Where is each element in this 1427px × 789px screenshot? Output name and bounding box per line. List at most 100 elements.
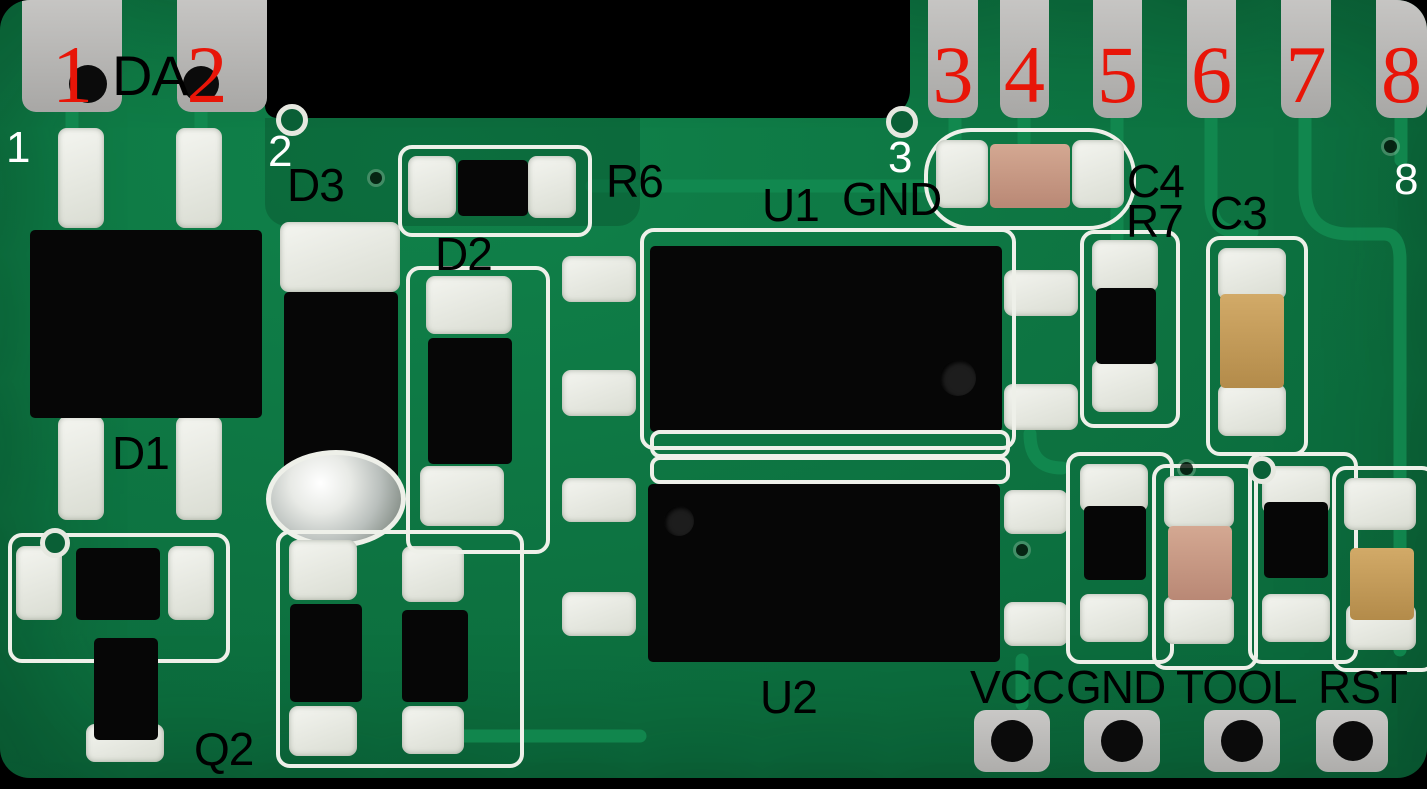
solder-pad <box>168 546 214 620</box>
solder-pad <box>280 222 400 292</box>
pin-number-4: 4 <box>1004 29 1045 120</box>
solder-pad <box>1004 270 1078 316</box>
solder-pad <box>402 706 464 754</box>
edge-pad-1-hole <box>69 65 107 103</box>
solder-pad <box>1262 594 1330 642</box>
solder-pad <box>289 540 357 600</box>
silkscreen-bar <box>650 456 1010 484</box>
via <box>886 106 918 138</box>
u1-body <box>650 246 1002 432</box>
programming-hole-gnd <box>1101 720 1143 762</box>
solder-pad <box>1092 360 1158 412</box>
silk-number-1: 1 <box>6 123 31 172</box>
solder-pad <box>562 370 636 416</box>
u2-pin1-dimple <box>664 506 694 536</box>
r6-body <box>458 160 528 216</box>
silkscreen-bar <box>650 430 1010 458</box>
pin-number-8: 8 <box>1381 29 1422 120</box>
solder-pad <box>1080 594 1148 642</box>
solder-pad <box>1092 240 1158 292</box>
solder-pad <box>420 466 504 526</box>
edge-pad-3 <box>928 0 978 118</box>
edge-pad-2-hole <box>183 66 219 102</box>
pin-number-3: 3 <box>932 29 974 120</box>
resistor-body <box>1264 502 1328 578</box>
silk-number-8: 8 <box>1394 155 1419 204</box>
edge-pad-4 <box>1000 0 1049 118</box>
d2-body <box>428 338 512 464</box>
silkscreen-outline <box>1332 466 1427 672</box>
board-top-notch <box>265 0 910 118</box>
transistor-body <box>290 604 362 702</box>
solder-pad <box>58 416 104 520</box>
resistor-body <box>1084 506 1146 580</box>
via <box>1384 140 1397 153</box>
u1-pin1-dimple <box>940 360 976 396</box>
c4-body <box>990 144 1070 208</box>
solder-pad <box>58 128 104 228</box>
capacitor-body <box>1168 526 1232 600</box>
silkscreen-outline <box>276 530 524 768</box>
programming-hole-tool <box>1221 720 1263 762</box>
solder-pad <box>1218 248 1286 300</box>
solder-pad <box>289 706 357 756</box>
via <box>1248 456 1276 484</box>
solder-pad <box>426 276 512 334</box>
d1-body <box>30 230 262 418</box>
label-c4: C4 <box>1127 155 1185 207</box>
label-d2: D2 <box>435 228 493 280</box>
via <box>1016 544 1028 556</box>
solder-pad <box>1164 476 1234 528</box>
d2-silkscreen-outline <box>406 266 550 554</box>
edge-pad-6 <box>1187 0 1236 118</box>
silk-number-3: 3 <box>888 133 913 182</box>
q2-body <box>76 548 160 620</box>
label-d3: D3 <box>287 159 345 211</box>
via <box>1180 462 1193 475</box>
label-c3: C3 <box>1210 187 1268 239</box>
silk-number-2: 2 <box>268 127 293 176</box>
label-gnd-top: GND <box>842 173 942 225</box>
solder-pad <box>402 546 464 602</box>
u1-silkscreen-outline <box>640 228 1016 450</box>
label-da: DA <box>112 44 189 107</box>
solder-pad <box>562 592 636 636</box>
via <box>40 528 70 558</box>
label-d1: D1 <box>112 427 170 479</box>
label-rst: RST <box>1318 661 1408 713</box>
r7-body <box>1096 288 1156 364</box>
solder-pad <box>1164 596 1234 644</box>
solder-pad <box>176 128 222 228</box>
label-gnd-bottom: GND <box>1066 661 1166 713</box>
solder-pad <box>1344 478 1416 530</box>
label-tool: TOOL <box>1176 661 1297 713</box>
solder-pad <box>16 546 62 620</box>
label-u1: U1 <box>762 179 820 231</box>
q2-body-2 <box>94 638 158 740</box>
label-u2: U2 <box>760 671 818 723</box>
pin-number-1: 1 <box>52 29 93 120</box>
label-r7: R7 <box>1126 195 1184 247</box>
silkscreen-outline <box>1152 464 1258 670</box>
pin-number-7: 7 <box>1285 29 1327 120</box>
label-vcc: VCC <box>970 661 1065 713</box>
pin-number-2: 2 <box>186 29 228 120</box>
pin-number-5: 5 <box>1097 29 1138 120</box>
edge-pad-5 <box>1093 0 1142 118</box>
c4-silkscreen-outline <box>924 128 1136 230</box>
solder-pad <box>1080 464 1148 512</box>
pin-number-6: 6 <box>1191 29 1232 120</box>
capacitor-body <box>1350 548 1414 620</box>
solder-pad <box>1072 140 1124 208</box>
via <box>370 172 382 184</box>
solder-pad <box>528 156 576 218</box>
label-r6: R6 <box>606 155 664 207</box>
programming-hole-vcc <box>991 720 1033 762</box>
via <box>276 104 308 136</box>
c3-body <box>1220 294 1284 388</box>
solder-pad <box>936 140 988 208</box>
solder-pad <box>1218 384 1286 436</box>
edge-pad-7 <box>1281 0 1331 118</box>
